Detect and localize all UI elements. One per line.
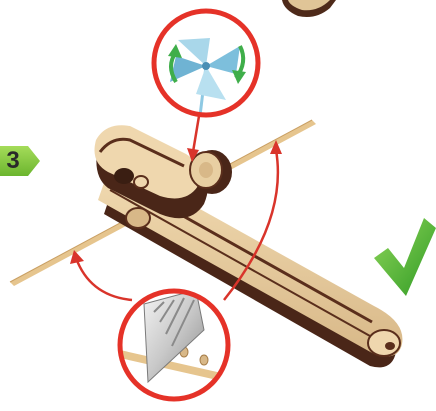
blade-callout <box>118 290 230 402</box>
wooden-part-corner <box>282 0 336 17</box>
step-number: 3 <box>2 146 24 176</box>
checkmark-icon <box>374 218 436 296</box>
pinwheel-callout <box>150 10 262 120</box>
arrow-to-left-tip <box>70 250 132 300</box>
